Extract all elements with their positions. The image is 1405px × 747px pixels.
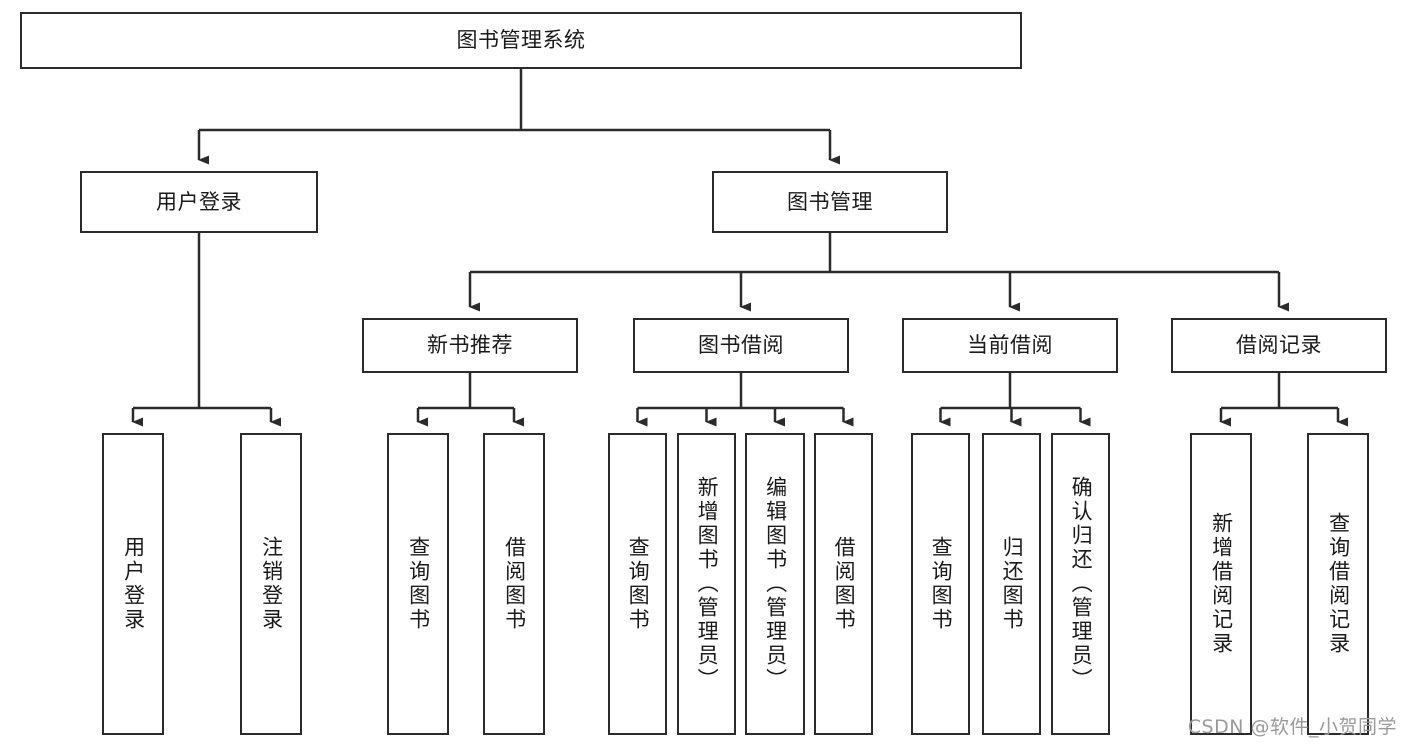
node-bookmgmt[interactable]: 图书管理	[712, 171, 948, 233]
node-label-l-confirm: 确认归还（管理员）	[1069, 476, 1094, 692]
node-l-q3[interactable]: 查询图书	[911, 433, 970, 735]
node-label-l-b1: 借阅图书	[502, 536, 527, 632]
node-label-l-return: 归还图书	[1000, 536, 1025, 632]
node-label-l-q2: 查询图书	[626, 536, 651, 632]
node-l-userlogin[interactable]: 用户登录	[102, 433, 164, 735]
csdn-watermark: CSDN @软件_小贺同学	[1187, 716, 1397, 738]
node-label-bookmgmt: 图书管理	[787, 189, 873, 214]
node-l-q2[interactable]: 查询图书	[608, 433, 667, 735]
node-l-q1[interactable]: 查询图书	[387, 433, 449, 735]
node-l-b2[interactable]: 借阅图书	[814, 433, 873, 735]
node-label-l-edit: 编辑图书（管理员）	[763, 476, 788, 692]
node-label-l-add: 新增图书（管理员）	[695, 476, 720, 692]
node-label-login: 用户登录	[156, 189, 242, 214]
node-label-l-q1: 查询图书	[406, 536, 431, 632]
node-label-borrow: 图书借阅	[698, 333, 784, 358]
node-borrow[interactable]: 图书借阅	[633, 318, 849, 373]
node-label-l-qrec: 查询借阅记录	[1326, 512, 1351, 656]
node-label-records: 借阅记录	[1236, 333, 1322, 358]
node-l-addrec[interactable]: 新增借阅记录	[1190, 433, 1252, 735]
node-label-l-q3: 查询图书	[929, 536, 954, 632]
node-l-qrec[interactable]: 查询借阅记录	[1307, 433, 1369, 735]
node-label-l-userlogin: 用户登录	[121, 536, 146, 632]
node-current[interactable]: 当前借阅	[902, 318, 1118, 373]
node-root[interactable]: 图书管理系统	[20, 12, 1022, 69]
node-l-edit[interactable]: 编辑图书（管理员）	[745, 433, 805, 735]
node-l-b1[interactable]: 借阅图书	[483, 433, 545, 735]
node-label-current: 当前借阅	[967, 333, 1053, 358]
node-label-l-logout: 注销登录	[259, 536, 284, 632]
node-label-l-b2: 借阅图书	[832, 536, 857, 632]
node-newbook[interactable]: 新书推荐	[362, 318, 578, 373]
node-l-confirm[interactable]: 确认归还（管理员）	[1051, 433, 1110, 735]
node-l-return[interactable]: 归还图书	[982, 433, 1041, 735]
node-records[interactable]: 借阅记录	[1171, 318, 1387, 373]
node-label-newbook: 新书推荐	[427, 333, 513, 358]
node-label-root: 图书管理系统	[456, 28, 586, 53]
node-l-add[interactable]: 新增图书（管理员）	[677, 433, 736, 735]
node-label-l-addrec: 新增借阅记录	[1209, 512, 1234, 656]
node-login[interactable]: 用户登录	[80, 171, 318, 233]
node-l-logout[interactable]: 注销登录	[240, 433, 302, 735]
